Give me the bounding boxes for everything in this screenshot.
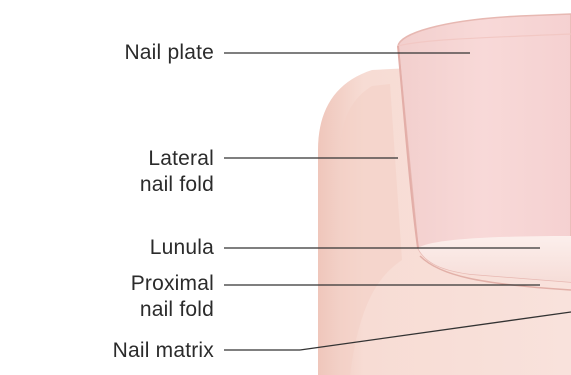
label-nail-plate-text: Nail plate [124, 41, 214, 64]
label-lunula: Lunula [150, 235, 214, 261]
label-lateral-nail-fold-line1: Lateral [140, 146, 214, 172]
label-proximal-nail-fold-line1: Proximal [131, 271, 214, 297]
label-proximal-nail-fold-line2: nail fold [131, 297, 214, 323]
label-proximal-nail-fold: Proximal nail fold [131, 271, 214, 323]
label-nail-matrix: Nail matrix [113, 338, 214, 364]
label-lunula-text: Lunula [150, 236, 214, 259]
label-lateral-nail-fold-line2: nail fold [140, 172, 214, 198]
label-nail-matrix-text: Nail matrix [113, 339, 214, 362]
label-nail-plate: Nail plate [124, 40, 214, 66]
label-lateral-nail-fold: Lateral nail fold [140, 146, 214, 198]
